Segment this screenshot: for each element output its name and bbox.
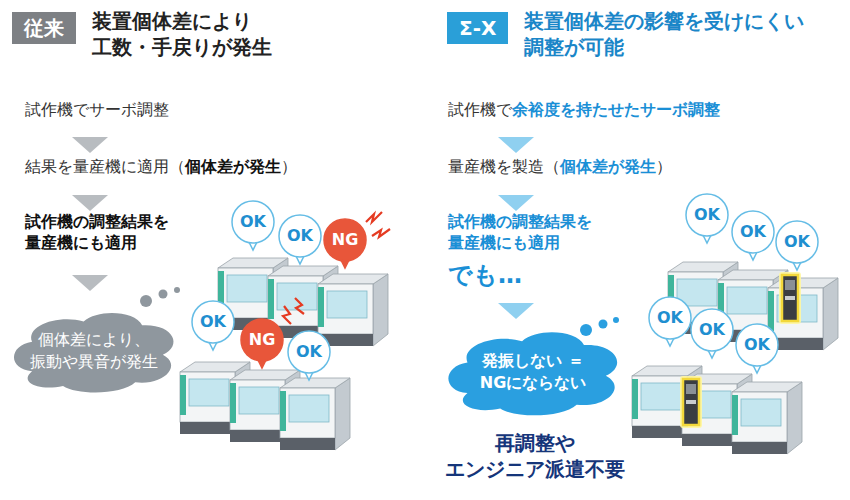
- machine-illustration: [180, 258, 838, 454]
- step-text: でも…: [448, 260, 522, 291]
- status-bubble: OK: [231, 200, 275, 244]
- section-header: Σ-X装置個体差の影響を受けにくい 調整が可能: [447, 12, 508, 44]
- step-text: 試作機で: [448, 100, 512, 121]
- status-bubble: OK: [648, 296, 692, 340]
- cloud-text: 発振しない ＝NGにならない: [462, 350, 604, 393]
- step-text: 個体差が発生: [560, 157, 656, 178]
- status-bubble: OK: [685, 193, 729, 237]
- section-tag: 従来: [12, 12, 76, 44]
- machine: [280, 378, 350, 450]
- bubble-text: NG: [240, 318, 284, 362]
- status-bubble: OK: [191, 300, 235, 344]
- machine: [318, 274, 388, 346]
- bubble-text: OK: [690, 308, 734, 352]
- machine: [632, 366, 702, 438]
- bubble-text: OK: [735, 323, 779, 367]
- status-bubble: OK: [735, 323, 779, 367]
- bubble-text: OK: [731, 210, 775, 254]
- step-text: 試作機の調整結果を 量産機にも適用: [448, 212, 638, 254]
- step-text: 試作機でサーボ調整: [25, 100, 169, 121]
- bubble-text: OK: [278, 214, 322, 258]
- cloud-text: 個体差により、 振動や異音が発生: [28, 329, 160, 372]
- status-bubble: NG: [240, 318, 284, 362]
- cloud-shape: [8, 305, 180, 397]
- step-text: 個体差が発生: [185, 157, 281, 178]
- step-text: ）: [656, 157, 672, 178]
- status-bubble: OK: [287, 330, 331, 374]
- section-heading: 装置個体差により 工数・手戻りが発生: [92, 8, 312, 60]
- bubble-text: OK: [231, 200, 275, 244]
- section-heading: 装置個体差の影響を受けにくい 調整が可能: [524, 8, 814, 60]
- step-text: 試作機の調整結果を 量産機にも適用: [25, 212, 215, 254]
- thought-cloud: 発振しない ＝NGにならない: [442, 324, 624, 420]
- step-text: 量産機を製造（: [448, 157, 560, 178]
- step-text: 結果を量産機に適用（: [25, 157, 185, 178]
- machine: [732, 382, 802, 454]
- bubble-text: OK: [287, 330, 331, 374]
- thought-cloud: 個体差により、 振動や異音が発生: [8, 305, 180, 397]
- bubble-text: OK: [775, 220, 819, 264]
- servo-drive: [680, 272, 801, 428]
- status-bubble: OK: [278, 214, 322, 258]
- step-text: 余裕度を持たせたサーボ調整: [512, 100, 720, 121]
- status-bubble: OK: [731, 210, 775, 254]
- bubble-text: OK: [648, 296, 692, 340]
- thought-dots: [580, 317, 619, 336]
- bubble-text: NG: [323, 218, 367, 262]
- thought-dots: [140, 287, 180, 307]
- status-bubble: OK: [690, 308, 734, 352]
- status-bubble: NG: [323, 218, 367, 262]
- cloud-shape: [442, 324, 624, 420]
- status-bubble: OK: [775, 220, 819, 264]
- step-text: 再調整や エンジニア派遣不要: [430, 430, 640, 482]
- section-header: 従来装置個体差により 工数・手戻りが発生: [12, 12, 76, 44]
- bubble-text: OK: [191, 300, 235, 344]
- section-tag: Σ-X: [447, 12, 508, 44]
- bubble-text: OK: [685, 193, 729, 237]
- machine: [768, 278, 838, 350]
- step-text: ）: [281, 157, 297, 178]
